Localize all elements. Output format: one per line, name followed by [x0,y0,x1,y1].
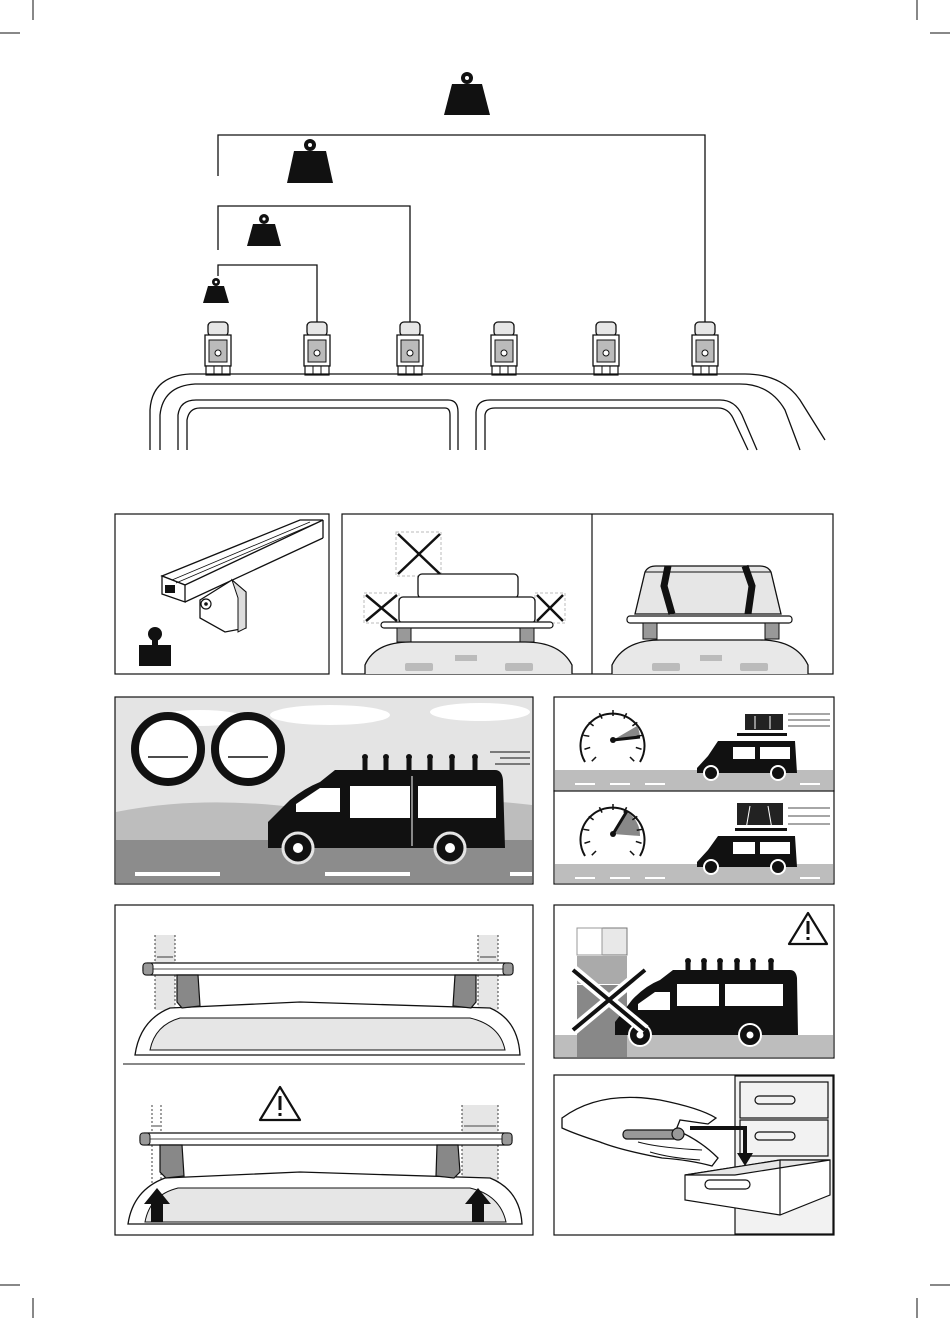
roof-foot [304,322,330,375]
roof-feet [205,322,718,375]
weight-icon [444,72,490,115]
roof-foot [734,958,740,971]
roof-foot [593,322,619,375]
panel-store-key-in-drawer [554,1075,834,1235]
speed-limit-sign [135,716,201,782]
panel-bar-overhang [115,905,533,1235]
panel-bar-and-foot-load [115,514,329,674]
roof-foot [449,754,455,771]
load-distribution-diagram [150,72,825,450]
roof-foot [701,958,707,971]
roof-foot [397,322,423,375]
panel-load-comparison [342,514,833,674]
roof-foot [406,754,412,771]
roof-foot [472,754,478,771]
roof-foot [692,322,718,375]
distribution-lines [218,135,705,322]
weight-icon [247,214,281,246]
roof-foot [768,958,774,971]
panel-speed-with-load-fast [554,791,834,884]
speed-limit-sign [215,716,281,782]
weight-icon [203,278,229,303]
panel-speed-with-load-slow [554,697,834,791]
van-roof [150,374,825,450]
roof-foot [383,754,389,771]
roof-foot [750,958,756,971]
roof-foot [427,754,433,771]
roof-foot [362,754,368,771]
roof-foot [685,958,691,971]
panel-height-clearance-warning [554,905,834,1058]
weight-icon [287,139,333,183]
key-icon [623,1128,684,1140]
roof-foot [205,322,231,375]
panel-speed-limit-signs [115,697,533,884]
roof-foot [717,958,723,971]
roof-foot [491,322,517,375]
